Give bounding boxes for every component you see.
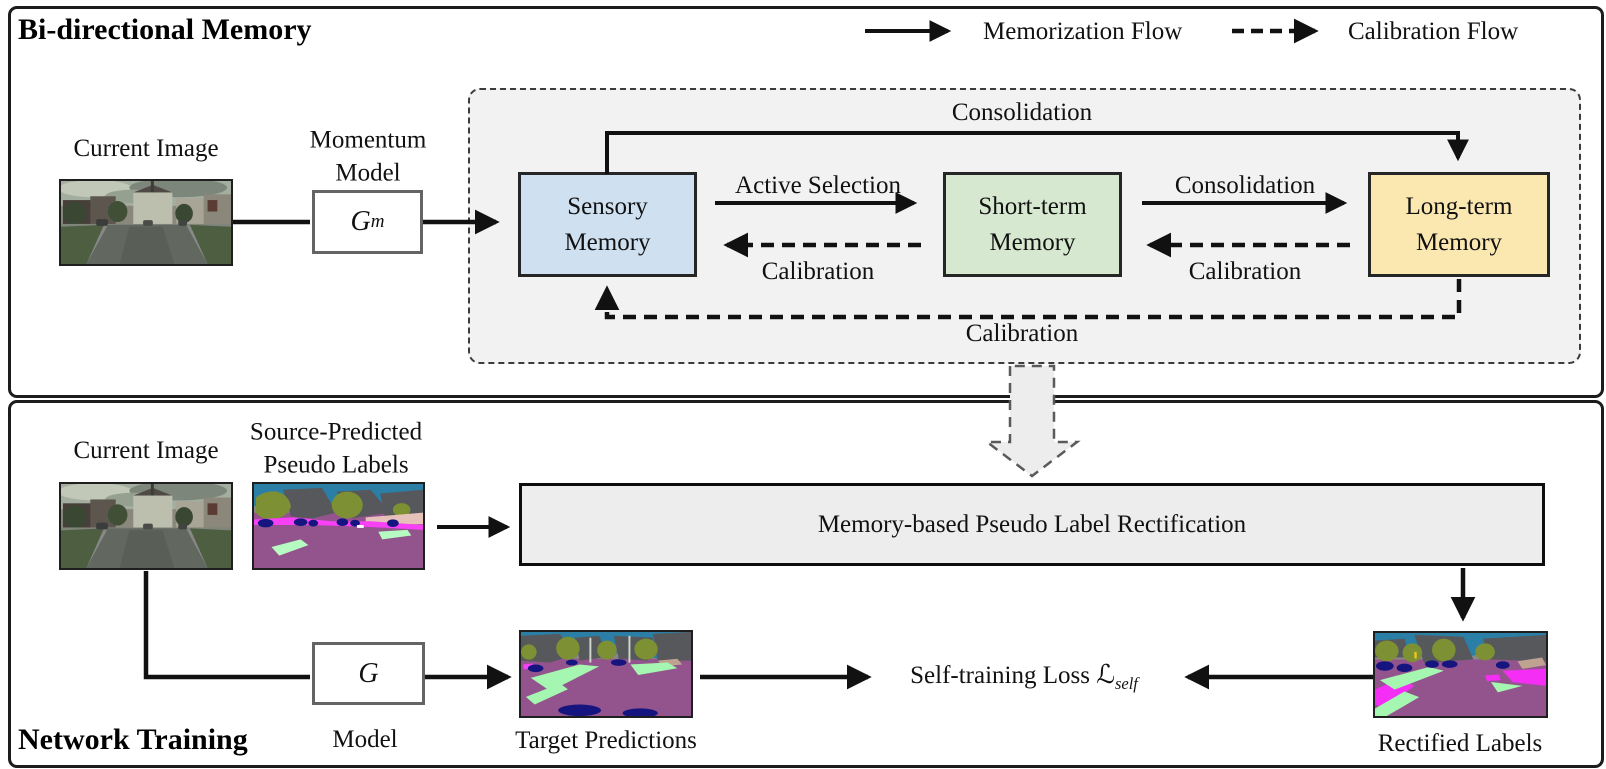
active-selection-label: Active Selection: [735, 171, 901, 199]
rectification-label: Memory-based Pseudo Label Rectification: [817, 510, 1247, 538]
loss-prefix: Self-training Loss: [910, 662, 1090, 689]
momentum-model-superscript: m: [370, 211, 385, 232]
legend-memorization-label: Memorization Flow: [983, 18, 1183, 45]
long-term-memory-box: Long-term Memory: [1368, 172, 1550, 277]
loss-symbol: ℒ: [1096, 660, 1115, 689]
momentum-model-label-line1: Momentum: [309, 126, 427, 154]
pseudo-labels-label-line2: Pseudo Labels: [263, 451, 409, 478]
long-term-memory-line2: Memory: [1415, 228, 1503, 256]
momentum-model-label: Momentum Model: [310, 125, 427, 190]
sensory-memory-line2: Memory: [564, 228, 651, 256]
legend-calibration-label: Calibration Flow: [1348, 18, 1519, 45]
self-training-loss-label: Self-training Loss ℒself: [910, 660, 1138, 694]
target-predictions-label: Target Predictions: [515, 726, 697, 754]
current-image-label-bottom: Current Image: [73, 436, 219, 464]
consolidation-top-label: Consolidation: [951, 98, 1093, 126]
target-predictions-image: [519, 630, 693, 718]
model-label: Model: [332, 725, 398, 753]
calibration-bottom-label: Calibration: [965, 319, 1079, 347]
model-box: G: [312, 642, 425, 705]
pseudo-labels-image: [252, 482, 425, 570]
momentum-model-label-line2: Model: [335, 159, 401, 186]
momentum-model-symbol: G: [350, 206, 371, 237]
pseudo-labels-label: Source-Predicted Pseudo Labels: [250, 417, 422, 482]
loss-subscript: self: [1114, 674, 1138, 693]
current-image-photo-top: [59, 179, 233, 266]
calibration-long-to-short-label: Calibration: [1188, 257, 1302, 285]
model-symbol: G: [358, 657, 379, 689]
training-panel: [8, 400, 1604, 768]
pseudo-labels-label-line1: Source-Predicted: [249, 418, 423, 446]
memory-panel-title: Bi-directional Memory: [18, 13, 312, 46]
short-term-memory-box: Short-term Memory: [943, 172, 1122, 277]
rectified-labels-label: Rectified Labels: [1377, 729, 1543, 757]
short-term-memory-line2: Memory: [989, 228, 1076, 256]
long-term-memory-line1: Long-term: [1405, 193, 1513, 220]
current-image-photo-bottom: [59, 482, 233, 570]
consolidation-short-to-long-label: Consolidation: [1174, 171, 1316, 199]
rectification-box: Memory-based Pseudo Label Rectification: [519, 483, 1545, 566]
sensory-memory-line1: Sensory: [567, 193, 648, 220]
short-term-memory-line1: Short-term: [978, 193, 1087, 220]
sensory-memory-box: Sensory Memory: [518, 172, 697, 277]
rectified-labels-image: [1373, 631, 1548, 718]
current-image-label-top: Current Image: [73, 134, 219, 162]
calibration-short-to-sensory-label: Calibration: [761, 257, 875, 285]
training-panel-title: Network Training: [18, 723, 248, 756]
